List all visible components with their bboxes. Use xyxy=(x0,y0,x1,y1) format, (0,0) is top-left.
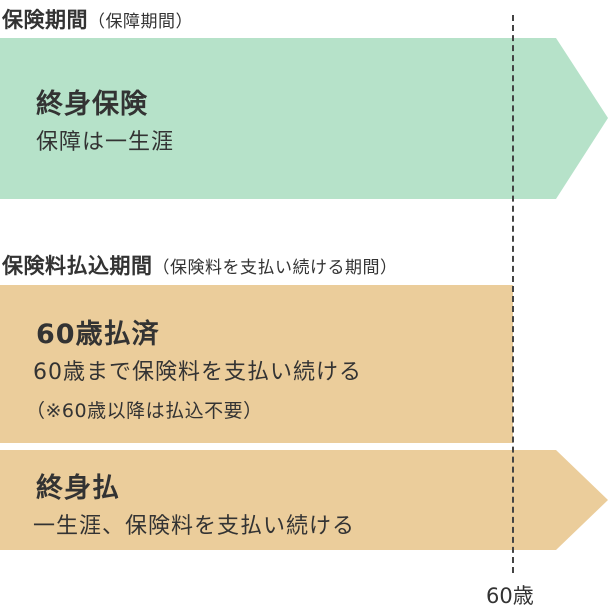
lifetime-payment-text: 一生涯、保険料を支払い続ける xyxy=(33,514,356,539)
lifetime-payment-arrow xyxy=(0,450,608,551)
arrow-shape-icon xyxy=(0,450,608,550)
premium-period-heading: 保険料払込期間（保険料を支払い続ける期間） xyxy=(2,250,398,280)
premium-period-subtitle: （保険料を支払い続ける期間） xyxy=(152,258,398,278)
whole-life-coverage-arrow xyxy=(0,38,608,200)
age-60-label: 60歳 xyxy=(486,584,534,608)
premium-period-title: 保険料払込期間 xyxy=(2,254,153,278)
paid-up-title: 60歳払済 xyxy=(36,319,160,350)
paid-up-at-60-box xyxy=(0,285,514,444)
age-60-marker-line xyxy=(512,15,514,573)
coverage-period-subtitle: （保障期間） xyxy=(88,12,193,32)
paid-up-note: （※60歳以降は払込不要） xyxy=(26,400,263,422)
whole-life-text: 保障は一生涯 xyxy=(36,130,175,155)
paid-up-text: 60歳まで保険料を支払い続ける xyxy=(33,360,362,385)
box-shape-icon xyxy=(0,285,513,443)
whole-life-title: 終身保険 xyxy=(36,89,148,120)
arrow-shape-icon xyxy=(0,38,608,199)
coverage-period-title: 保険期間 xyxy=(2,8,88,32)
lifetime-payment-title: 終身払 xyxy=(36,473,120,504)
coverage-period-heading: 保険期間（保障期間） xyxy=(2,4,193,34)
